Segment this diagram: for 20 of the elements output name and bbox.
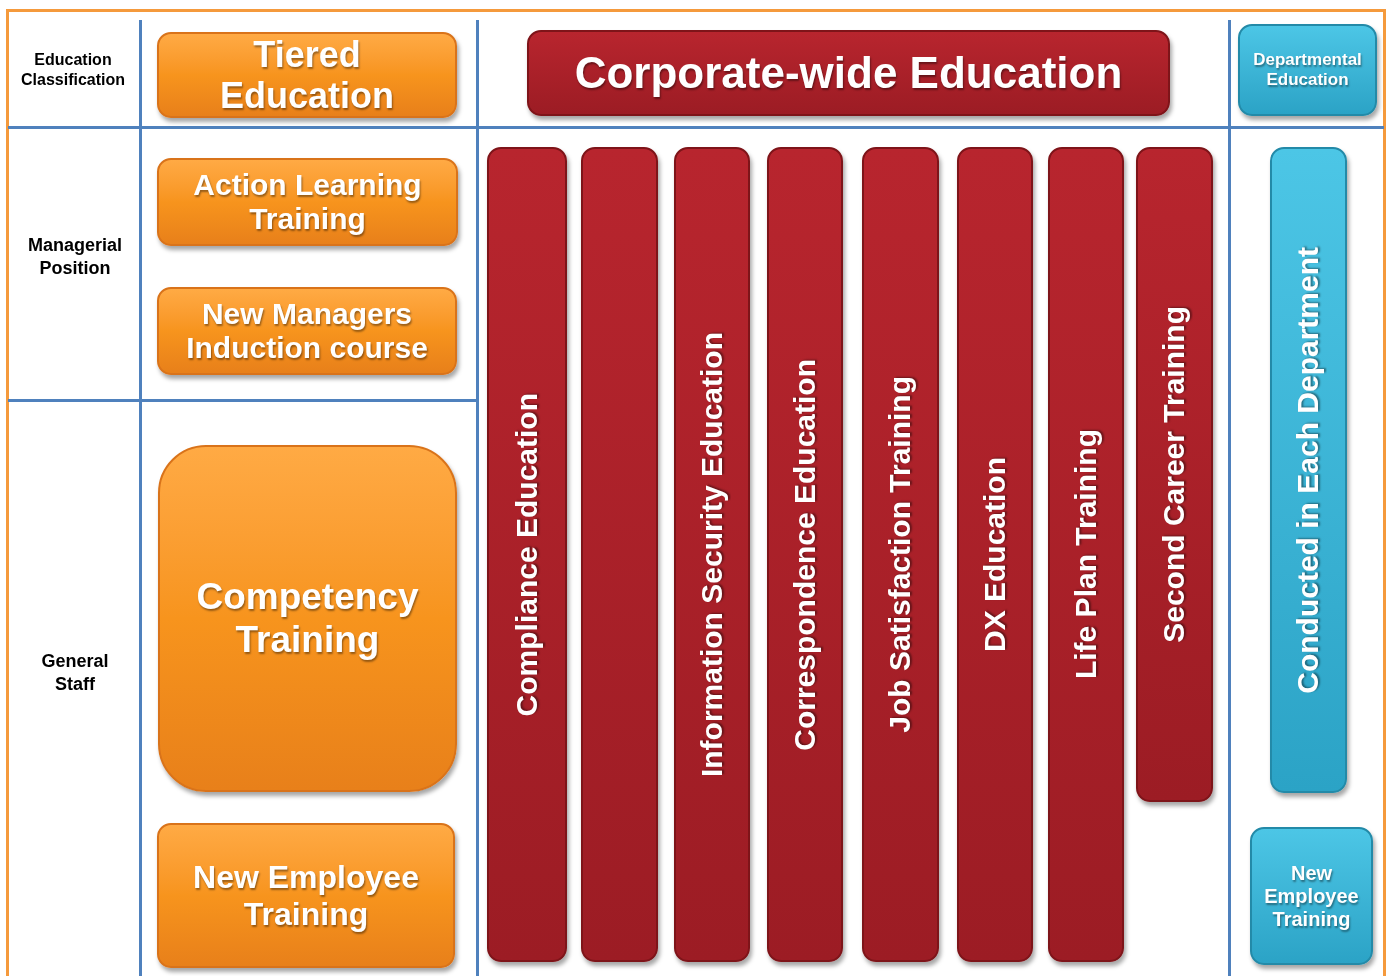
program-box: Action Learning Training — [157, 158, 458, 246]
program-bar — [581, 147, 658, 962]
program-box: Competency Training — [158, 445, 457, 792]
program-bar: DX Education — [957, 147, 1033, 962]
program-box: New Employee Training — [1250, 827, 1373, 965]
program-bar: Compliance Education — [487, 147, 567, 962]
category-header: Tiered Education — [157, 32, 457, 118]
program-bar: Conducted in Each Department — [1270, 147, 1347, 793]
program-bar: Information Security Education — [674, 147, 750, 962]
row-header: Managerial Position — [26, 234, 123, 279]
row-header: General Staff — [40, 650, 110, 695]
program-bar: Job Satisfaction Training — [862, 147, 939, 962]
program-bar: Life Plan Training — [1048, 147, 1124, 962]
program-box: New Managers Induction course — [157, 287, 457, 375]
program-bar: Second Career Training — [1136, 147, 1213, 802]
category-header: Departmental Education — [1238, 24, 1377, 116]
row-header: Education Classification — [20, 50, 126, 90]
program-bar: Correspondence Education — [767, 147, 843, 962]
category-header: Corporate-wide Education — [527, 30, 1170, 116]
program-box: New Employee Training — [157, 823, 455, 968]
